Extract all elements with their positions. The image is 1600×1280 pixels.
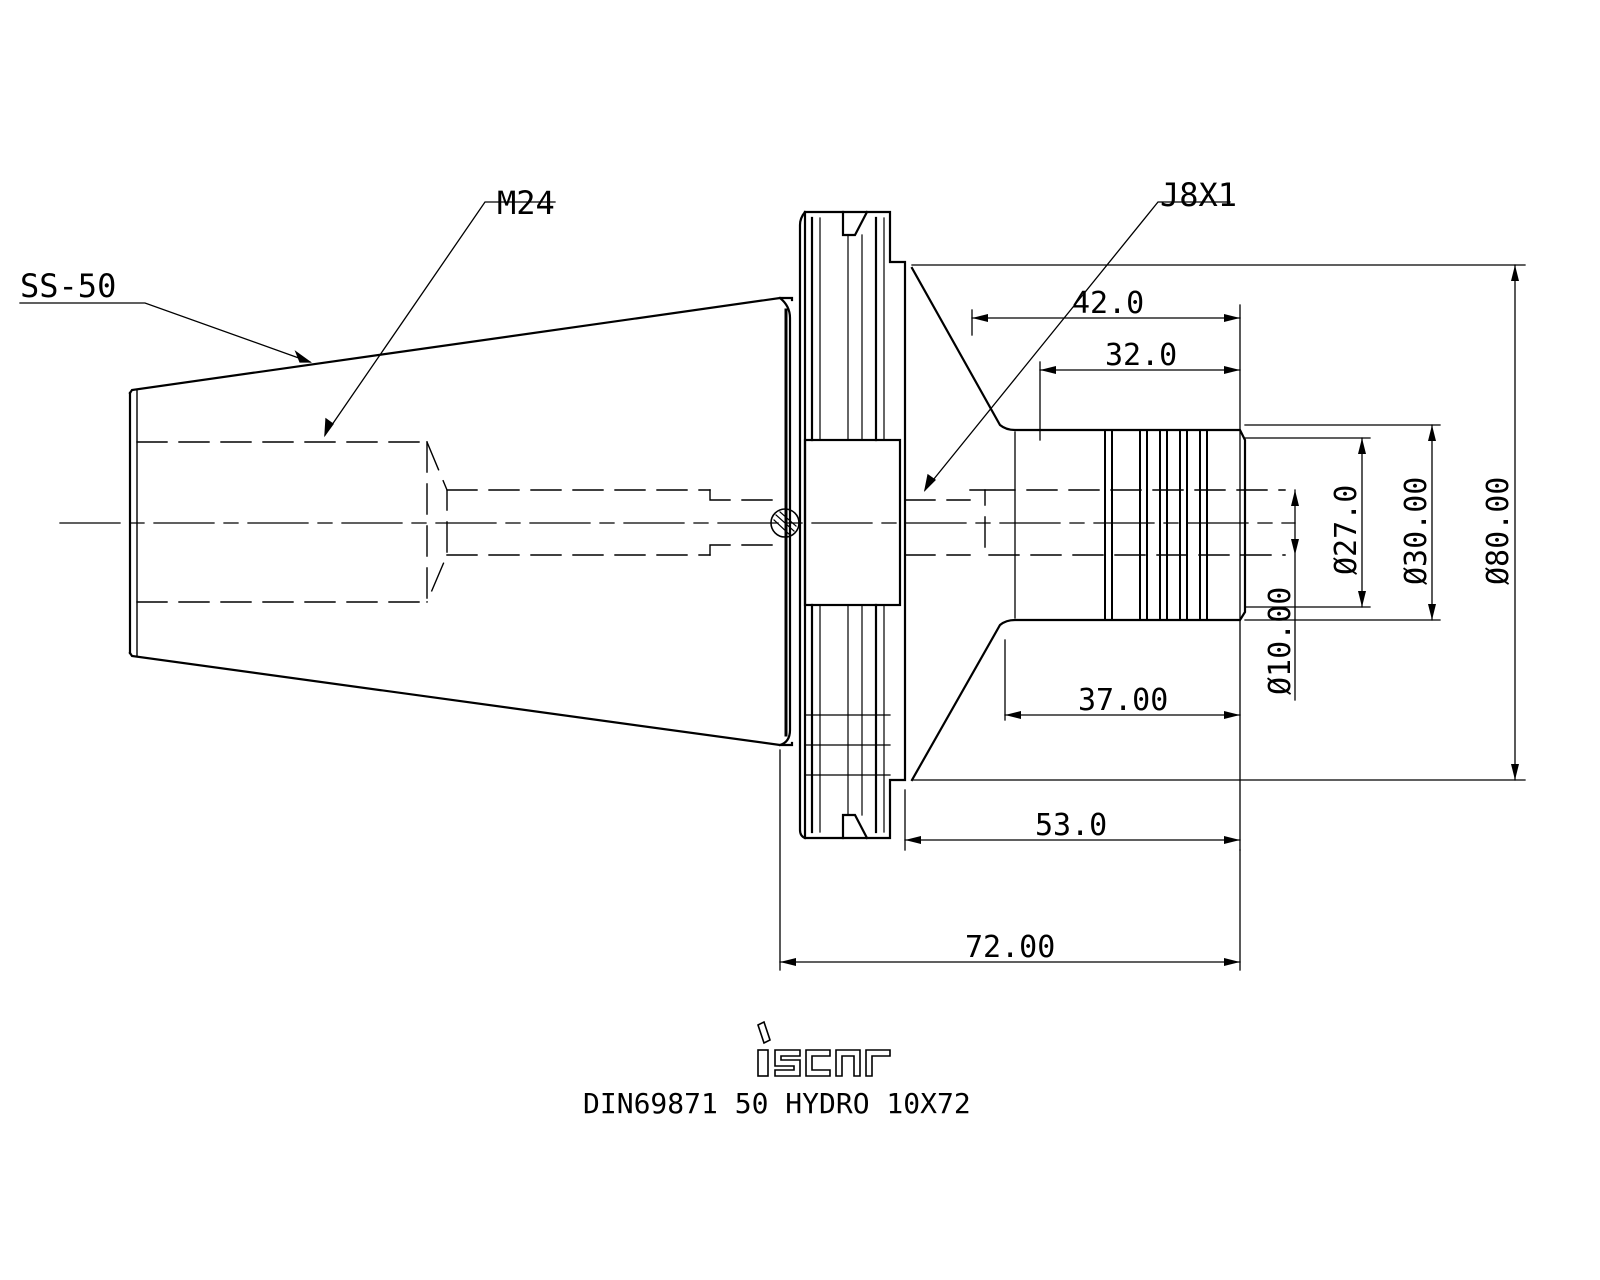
- coolant-bore: [904, 489, 1286, 556]
- dim-32: 32.0: [1105, 338, 1177, 373]
- iscar-logo: [757, 1020, 891, 1077]
- logo-text: iscar: [0, 0, 3, 1]
- m24-bore: [136, 441, 781, 603]
- part-caption: DIN69871 50 HYDRO 10X72: [583, 1087, 971, 1120]
- dimension-lines: [779, 264, 1526, 971]
- dim-dia30: Ø30.00: [1399, 477, 1434, 585]
- leader-lines: [19, 201, 1231, 492]
- arrowheads: [780, 265, 1519, 966]
- dim-53: 53.0: [1035, 808, 1107, 843]
- dim-42: 42.0: [1072, 286, 1144, 321]
- body-cone: [910, 266, 1247, 782]
- thread-label: M24: [497, 184, 555, 222]
- dim-72: 72.00: [965, 930, 1055, 965]
- shank-grooves: [1104, 429, 1208, 621]
- coolant-label: J8X1: [1160, 176, 1237, 214]
- dim-dia27: Ø27.0: [1329, 485, 1364, 575]
- taper-label: SS-50: [20, 267, 116, 305]
- flange: [770, 210, 907, 840]
- dim-37: 37.00: [1078, 683, 1168, 718]
- dim-dia80: Ø80.00: [1481, 477, 1516, 585]
- dim-dia10: Ø10.00: [1263, 587, 1298, 695]
- taper-cone: [128, 296, 794, 747]
